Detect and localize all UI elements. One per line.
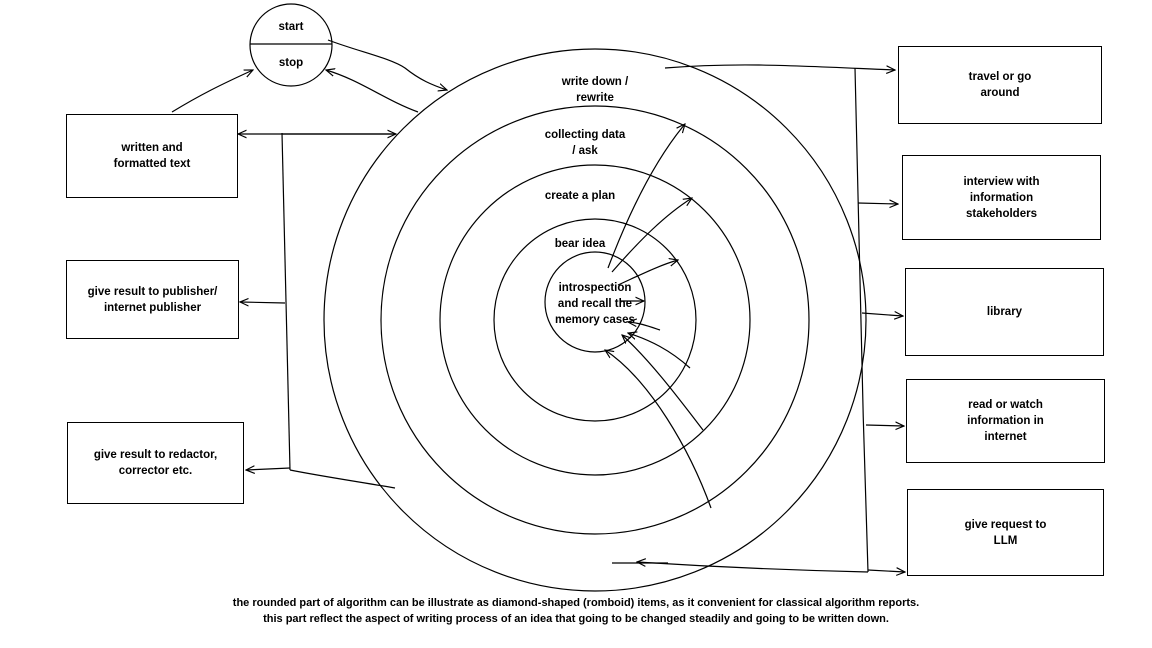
ring-label-write-down: write down / rewrite <box>561 76 629 104</box>
arrow-text-to-stop <box>171 70 253 113</box>
box-redactor: give result to redactor, corrector etc. <box>67 422 244 504</box>
arrow-collector-to-ring <box>637 562 869 573</box>
ring-write-down <box>323 48 867 592</box>
box-internet: read or watch information in internet <box>906 379 1105 463</box>
box-interview: interview with information stakeholders <box>902 155 1101 240</box>
start-label: start <box>278 21 304 33</box>
box-redactor-line1: give result to redactor, <box>93 449 218 461</box>
box-written-line1: written and <box>121 142 183 154</box>
ring-bear-idea <box>493 218 697 422</box>
box-interview-line2: information <box>969 191 1034 204</box>
arrow-to-library <box>861 313 903 316</box>
box-interview-line1: interview with <box>963 175 1040 188</box>
box-llm-line1: give request to <box>964 518 1047 531</box>
ring-label-bear-idea: bear idea <box>554 238 606 250</box>
caption-line1: the rounded part of algorithm can be ill… <box>232 597 920 609</box>
box-llm: give request to LLM <box>907 489 1104 576</box>
arrow-to-publisher <box>240 302 286 303</box>
arrow-ring-to-stop <box>326 70 419 113</box>
right-vertical-line <box>854 67 869 573</box>
ring-introspection <box>544 251 646 353</box>
arrow-inner-to-ring-1 <box>607 124 685 269</box>
arrow-to-redactor <box>246 468 291 470</box>
ring-collecting-data <box>380 105 810 535</box>
start-stop-circle <box>249 3 333 87</box>
box-redactor-line2: corrector etc. <box>118 465 193 477</box>
ring-create-plan <box>439 164 751 476</box>
box-library: library <box>905 268 1104 356</box>
stop-label: stop <box>278 57 304 69</box>
box-written-formatted-text: written and formatted text <box>66 114 238 198</box>
box-interview-line3: stakeholders <box>966 207 1037 220</box>
arrow-outer-inward-4 <box>628 322 661 331</box>
arrow-outer-inward-2 <box>622 335 704 431</box>
arrow-inner-to-ring-2 <box>611 198 692 273</box>
arrow-ring-to-travel <box>664 64 895 70</box>
box-publisher: give result to publisher/ internet publi… <box>66 260 239 339</box>
caption-line2: this part reflect the aspect of writing … <box>263 613 889 625</box>
arrow-inner-to-ring-3 <box>617 260 678 286</box>
box-travel: travel or go around <box>898 46 1102 124</box>
ring-label-collecting-data: collecting data / ask <box>544 129 626 157</box>
line-ring-to-left-collector <box>289 469 396 489</box>
arrow-to-llm <box>867 570 905 572</box>
arrow-to-internet <box>865 425 904 426</box>
box-publisher-line2: internet publisher <box>103 301 202 314</box>
box-internet-line3: internet <box>984 431 1027 443</box>
box-travel-line1: travel or go <box>968 71 1032 83</box>
box-publisher-line1: give result to publisher/ <box>87 285 218 298</box>
left-vertical-line <box>281 132 291 471</box>
ring-label-introspection: introspection and recall the memory case… <box>555 282 635 326</box>
arrow-outer-inward-3 <box>628 333 691 369</box>
box-internet-line1: read or watch <box>968 399 1043 411</box>
arrow-start-to-ring <box>327 39 447 90</box>
ring-label-create-plan: create a plan <box>544 190 616 202</box>
box-written-line2: formatted text <box>113 158 191 170</box>
arrow-outer-inward-1 <box>605 350 712 509</box>
box-travel-line2: around <box>980 87 1020 99</box>
arrow-to-interview <box>857 203 898 204</box>
box-llm-line2: LLM <box>993 534 1018 547</box>
box-internet-line2: information in <box>967 415 1044 427</box>
box-library-line1: library <box>986 306 1023 318</box>
